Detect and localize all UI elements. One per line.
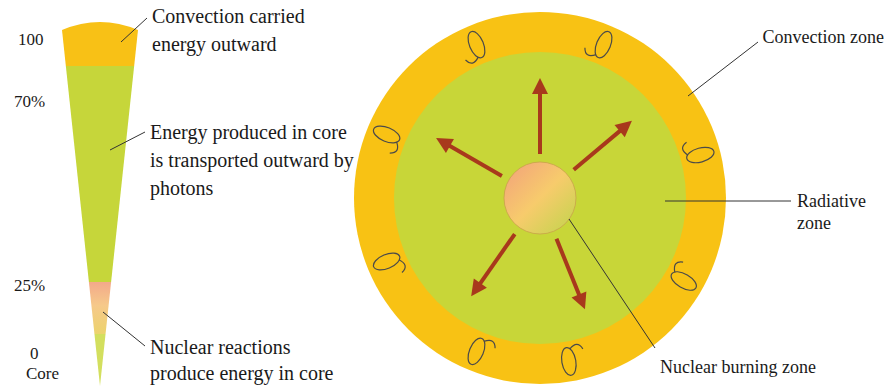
leader-line — [110, 132, 145, 150]
radius-percent: 0 — [30, 344, 39, 364]
radius-percent: 25% — [14, 276, 45, 296]
core-band — [50, 282, 150, 334]
convection-loop — [667, 259, 704, 294]
zone-description: Nuclear reactions produce energy in core — [150, 334, 350, 386]
leader-line — [103, 312, 145, 346]
leader-line — [688, 42, 758, 96]
leader-line — [121, 18, 147, 42]
zone-name: Nuclear burning zone — [660, 356, 816, 378]
radius-percent: 100 — [18, 30, 44, 50]
zone-name: Convection zone — [763, 26, 884, 48]
core-label: Core — [26, 364, 59, 384]
radius-percent: 70% — [14, 92, 45, 112]
sun-wedge — [50, 0, 150, 391]
radiative-band — [50, 66, 150, 282]
energy-arrow — [432, 131, 506, 183]
energy-arrow — [569, 115, 638, 176]
leader-line — [569, 219, 655, 348]
radiative-zone-disc — [394, 52, 686, 344]
convection-loop — [368, 123, 404, 156]
convection-loop — [456, 29, 489, 65]
leader-lines — [569, 42, 791, 348]
leader-line — [665, 201, 791, 202]
energy-arrow — [549, 236, 592, 312]
convection-loop — [583, 26, 616, 62]
zone-description: Convection carried energy outward — [152, 2, 352, 58]
core-disc — [504, 162, 576, 234]
convection-loops — [368, 26, 716, 377]
energy-arrow — [465, 229, 522, 300]
convection-zone-ring — [354, 12, 726, 384]
convection-band — [50, 0, 150, 66]
zone-description: Energy produced in core is transported o… — [150, 118, 364, 202]
convection-loop — [465, 334, 498, 370]
convection-loop — [559, 343, 587, 376]
energy-arrow — [532, 78, 548, 154]
leader-lines — [103, 18, 147, 346]
convection-loop — [681, 136, 716, 166]
core-tip — [50, 334, 150, 391]
convection-loop — [371, 249, 407, 282]
zone-name: Radiative zone — [797, 190, 881, 234]
energy-arrows — [432, 78, 637, 312]
